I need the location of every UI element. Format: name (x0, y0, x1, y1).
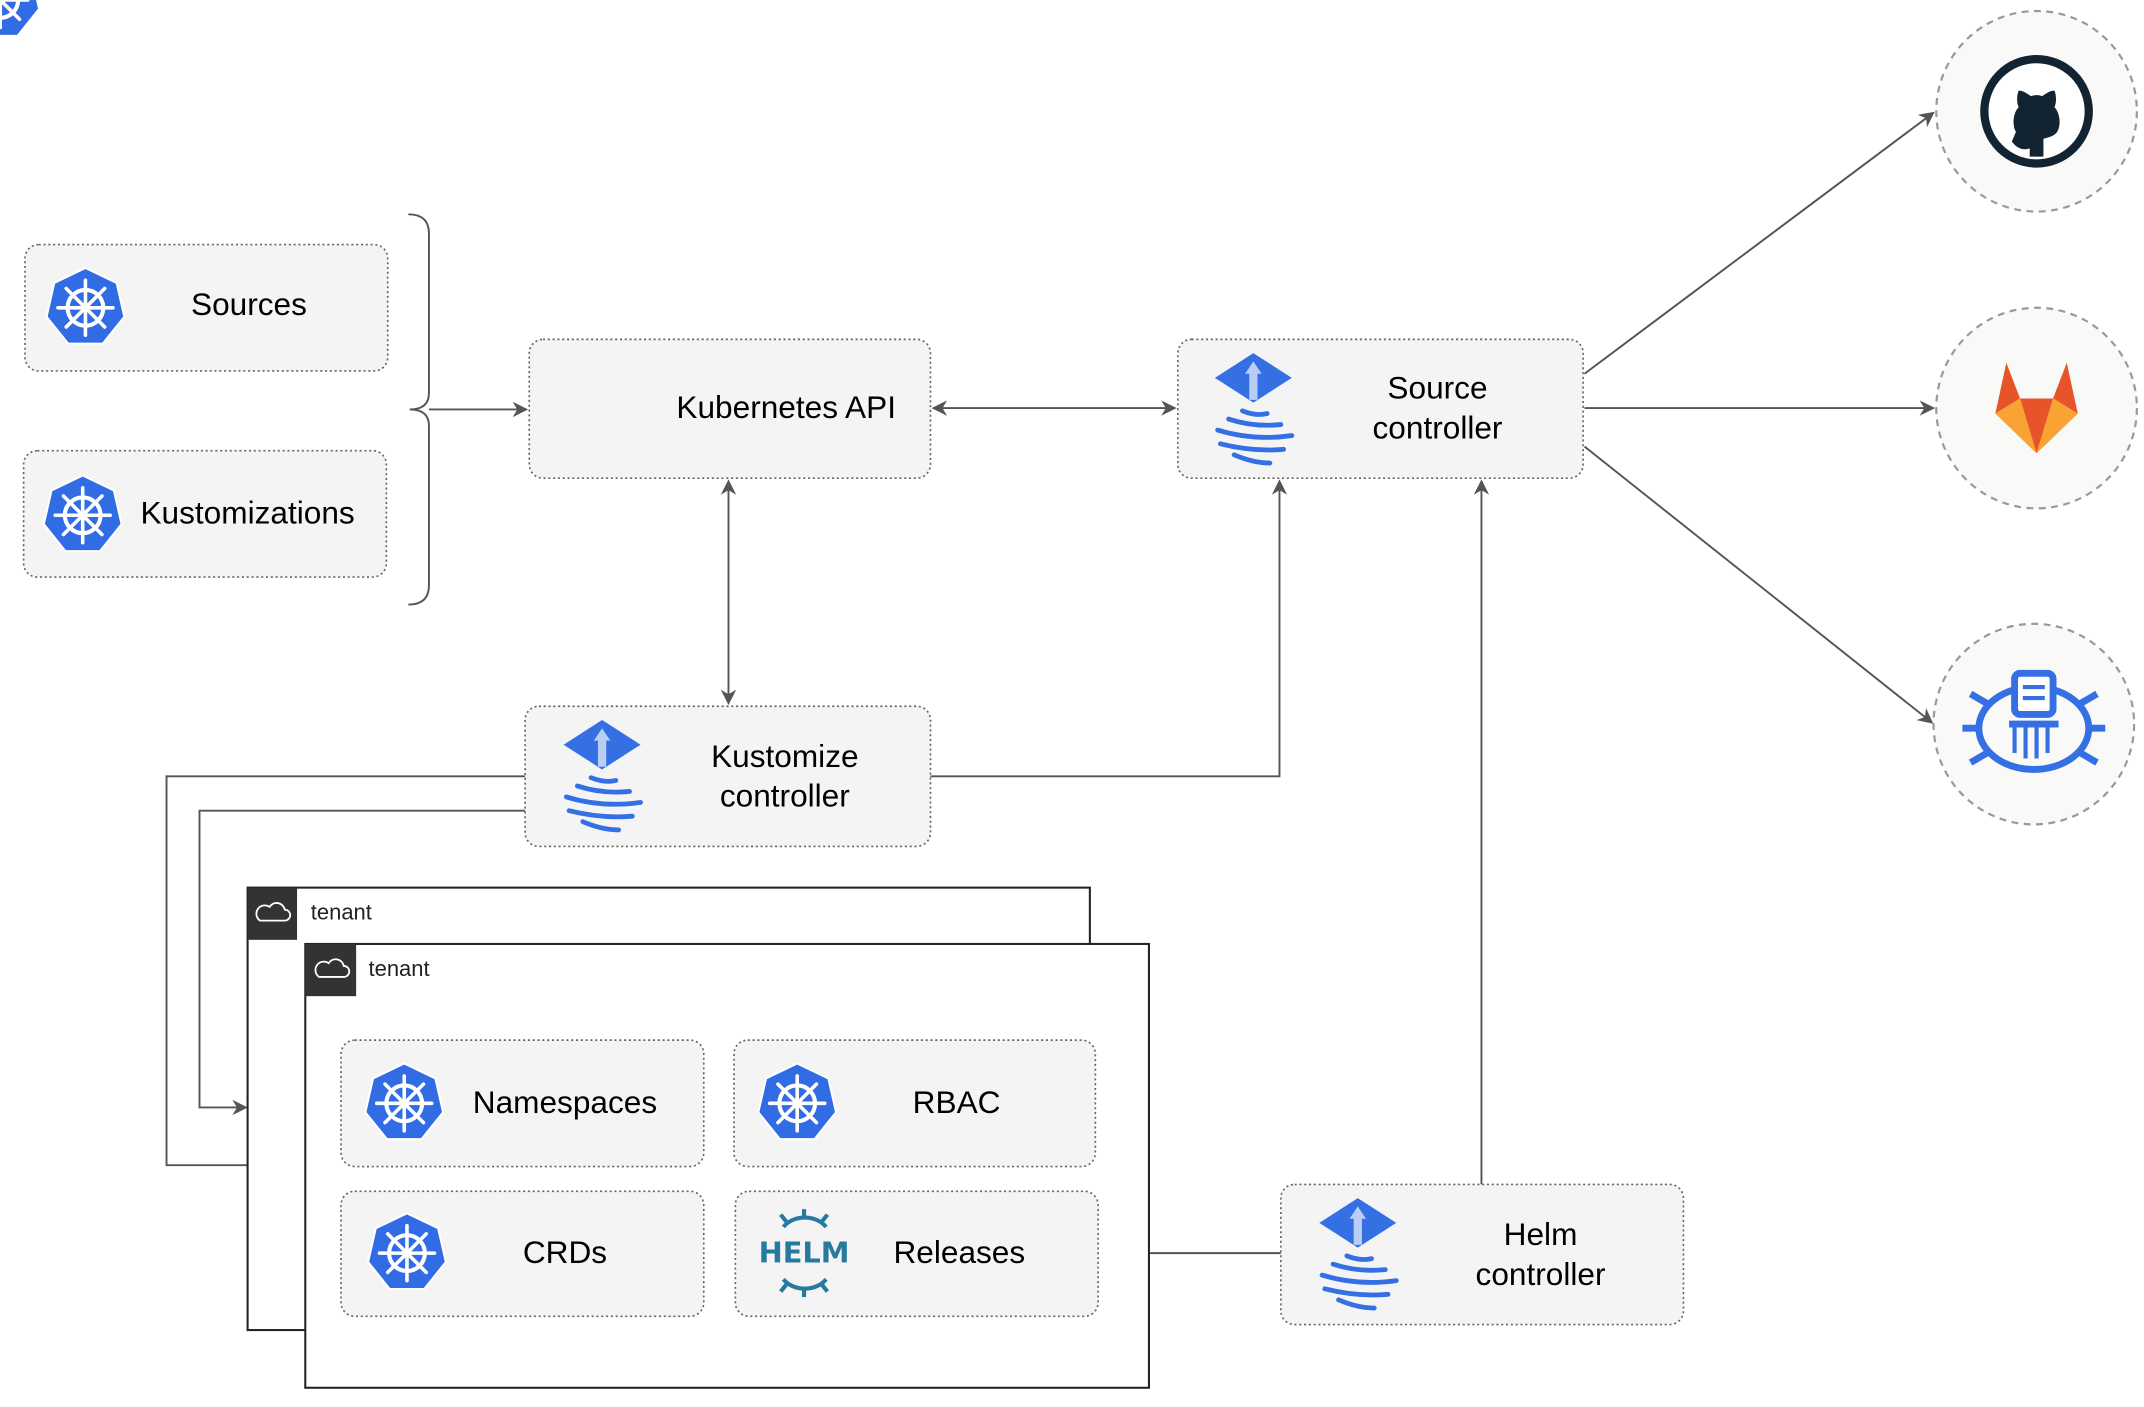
node-source-controller[interactable]: Source controller (1176, 338, 1584, 479)
kubernetes-icon (0, 0, 39, 36)
svg-text:HELM: HELM (759, 1235, 850, 1269)
node-label: Helm (1504, 1216, 1578, 1252)
helm-icon: HELM (759, 1209, 850, 1298)
edge-kustomize-to-tenant-front (165, 775, 526, 1173)
node-label: Namespaces (473, 1084, 657, 1120)
node-label: Kustomize (711, 738, 858, 774)
edge-source-to-github (1583, 111, 1935, 375)
external-github[interactable] (1935, 9, 2138, 213)
cloud-icon (255, 902, 291, 922)
node-label: RBAC (913, 1084, 1001, 1120)
gitlab-icon (1995, 362, 2078, 454)
github-icon (1980, 54, 2093, 168)
node-sources[interactable]: Sources (24, 243, 389, 372)
node-label: Releases (893, 1234, 1025, 1270)
grouping-brace (408, 213, 430, 606)
node-helm-controller[interactable]: Helm controller (1280, 1183, 1685, 1326)
node-label: Sources (191, 286, 307, 322)
edge-kustomize-to-source (930, 479, 1288, 778)
node-label: Source (1387, 370, 1487, 406)
node-rbac[interactable]: RBAC (733, 1039, 1097, 1168)
node-kubernetes-api[interactable]: Kubernetes API (0, 0, 932, 479)
node-label: CRDs (523, 1234, 607, 1270)
node-releases[interactable]: HELM Releases (734, 1190, 1099, 1318)
cloud-icon (314, 958, 351, 978)
edge-source-to-helm-repo (1583, 445, 1934, 724)
helm-repository-icon (1962, 669, 2106, 773)
node-kustomizations[interactable]: Kustomizations (22, 449, 388, 578)
external-helm-repository[interactable] (1932, 622, 2136, 826)
node-label: controller (720, 778, 850, 814)
external-gitlab[interactable] (1935, 306, 2138, 510)
node-label: controller (1373, 409, 1503, 445)
tenant-label: tenant (369, 956, 430, 981)
node-label: Kubernetes API (676, 389, 896, 425)
node-crds[interactable]: CRDs (340, 1190, 705, 1318)
tenant-label: tenant (311, 900, 372, 925)
node-label: Kustomizations (140, 495, 354, 531)
node-kustomize-controller[interactable]: Kustomize controller (524, 705, 932, 848)
node-label: controller (1476, 1256, 1606, 1292)
node-namespaces[interactable]: Namespaces (340, 1039, 705, 1168)
edge-kustomize-to-tenant-back (198, 809, 526, 1116)
